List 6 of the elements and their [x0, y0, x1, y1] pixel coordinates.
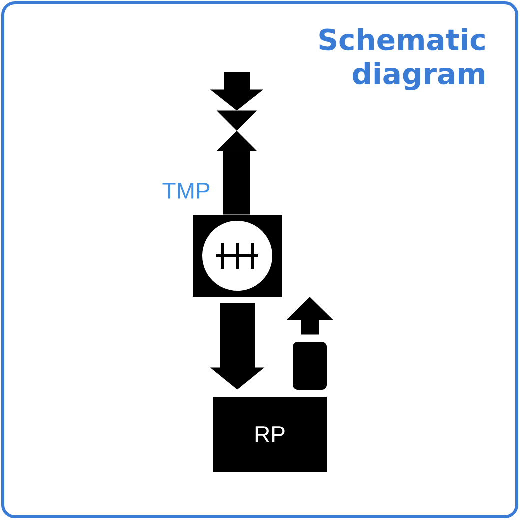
exhaust-box [293, 342, 327, 390]
valve-symbol [216, 110, 258, 152]
pipe [224, 151, 250, 215]
rp-box: RP [213, 397, 327, 472]
pump-label: TMP [162, 182, 210, 199]
title: Schematic diagram [320, 28, 485, 90]
